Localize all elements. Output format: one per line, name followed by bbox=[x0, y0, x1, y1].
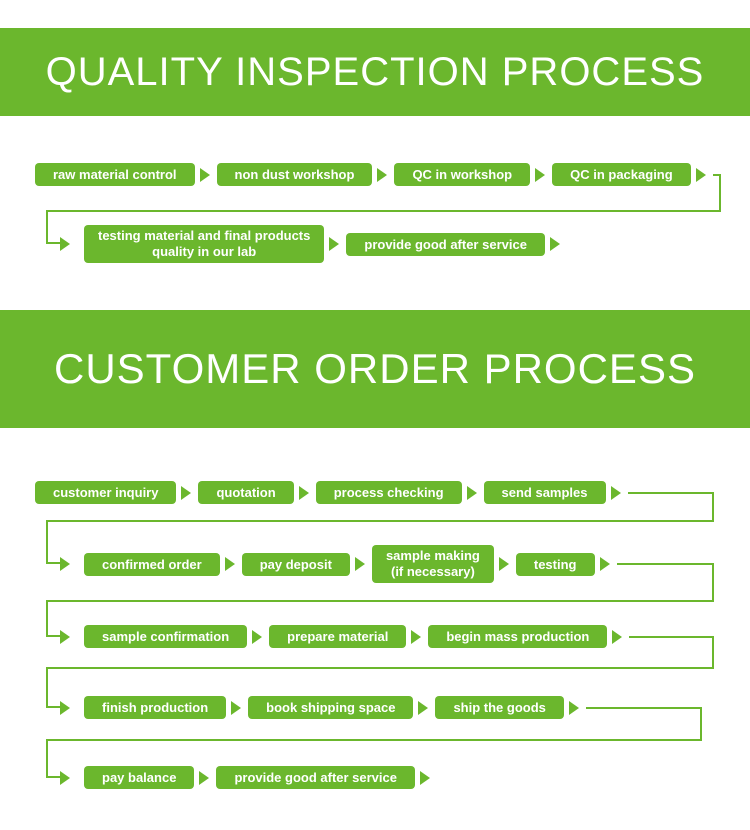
step-pay-balance: pay balance bbox=[84, 766, 195, 789]
connector-line bbox=[700, 707, 702, 741]
arrow-right-icon bbox=[199, 770, 210, 785]
step-confirmed-order: confirmed order bbox=[84, 552, 220, 576]
step-finish-production: finish production bbox=[84, 696, 227, 719]
connector-line bbox=[48, 776, 60, 778]
customer-process-row-2: confirmed order pay deposit sample makin… bbox=[60, 545, 714, 583]
arrow-right-icon bbox=[612, 629, 623, 644]
arrow-right-icon bbox=[695, 167, 706, 182]
arrow-right-icon bbox=[568, 700, 579, 715]
step-provide-after-service: provide good after service bbox=[216, 766, 415, 789]
arrow-right-icon bbox=[60, 629, 70, 644]
step-provide-after-service: provide good after service bbox=[346, 232, 545, 256]
arrow-right-icon bbox=[252, 629, 263, 644]
step-prepare-material: prepare material bbox=[269, 625, 407, 648]
step-qc-in-packaging: QC in packaging bbox=[552, 163, 691, 186]
arrow-right-icon bbox=[411, 629, 422, 644]
step-pay-deposit: pay deposit bbox=[241, 552, 350, 576]
connector-line bbox=[719, 174, 721, 212]
customer-section-title: CUSTOMER ORDER PROCESS bbox=[54, 345, 696, 392]
customer-order-banner: CUSTOMER ORDER PROCESS bbox=[0, 310, 750, 428]
connector-line bbox=[48, 562, 60, 564]
step-non-dust-workshop: non dust workshop bbox=[216, 163, 373, 186]
step-book-shipping-space: book shipping space bbox=[248, 696, 414, 719]
quality-process-banner: QUALITY INSPECTION PROCESS bbox=[0, 28, 750, 116]
customer-process-row-4: finish production book shipping space sh… bbox=[60, 696, 702, 719]
connector-line bbox=[46, 210, 721, 244]
step-testing-material-lab: testing material and final products qual… bbox=[84, 225, 325, 263]
step-sample-making: sample making (if necessary) bbox=[371, 545, 494, 583]
connector-line bbox=[48, 635, 60, 637]
arrow-right-icon bbox=[224, 557, 235, 571]
step-customer-inquiry: customer inquiry bbox=[35, 481, 177, 504]
arrow-right-icon bbox=[329, 237, 340, 251]
quality-process-row-1: raw material control non dust workshop Q… bbox=[35, 163, 721, 186]
arrow-right-icon bbox=[377, 167, 388, 182]
arrow-right-icon bbox=[60, 557, 70, 571]
connector-line bbox=[48, 242, 60, 244]
customer-process-row-3: sample confirmation prepare material beg… bbox=[60, 625, 714, 648]
step-begin-mass-production: begin mass production bbox=[428, 625, 608, 648]
quality-section-title: QUALITY INSPECTION PROCESS bbox=[45, 49, 705, 94]
arrow-right-icon bbox=[498, 557, 509, 571]
step-send-samples: send samples bbox=[483, 481, 606, 504]
arrow-right-icon bbox=[466, 485, 477, 500]
connector-line bbox=[712, 492, 714, 522]
arrow-right-icon bbox=[535, 167, 546, 182]
arrow-right-icon bbox=[599, 557, 610, 571]
arrow-right-icon bbox=[549, 237, 560, 251]
step-testing: testing bbox=[515, 552, 595, 576]
arrow-right-icon bbox=[231, 700, 242, 715]
arrow-right-icon bbox=[199, 167, 210, 182]
connector-line bbox=[46, 520, 714, 564]
connector-line bbox=[46, 739, 702, 778]
connector-line bbox=[712, 563, 714, 602]
arrow-right-icon bbox=[354, 557, 365, 571]
connector-line bbox=[46, 667, 714, 708]
connector-line bbox=[629, 635, 714, 638]
connector-line bbox=[585, 706, 702, 709]
step-process-checking: process checking bbox=[315, 481, 462, 504]
arrow-right-icon bbox=[60, 770, 70, 785]
customer-process-row-5: pay balance provide good after service bbox=[60, 766, 437, 789]
customer-process-row-1: customer inquiry quotation process check… bbox=[35, 481, 714, 504]
arrow-right-icon bbox=[418, 700, 429, 715]
connector-line bbox=[616, 563, 714, 565]
connector-line bbox=[712, 636, 714, 669]
arrow-right-icon bbox=[60, 700, 70, 715]
arrow-right-icon bbox=[298, 485, 309, 500]
arrow-right-icon bbox=[181, 485, 192, 500]
step-sample-confirmation: sample confirmation bbox=[84, 625, 248, 648]
quality-process-row-2: testing material and final products qual… bbox=[60, 225, 567, 263]
connector-line bbox=[712, 173, 721, 176]
connector-line bbox=[48, 706, 60, 708]
step-quotation: quotation bbox=[198, 481, 294, 504]
connector-line bbox=[46, 600, 714, 637]
arrow-right-icon bbox=[60, 237, 70, 251]
step-qc-in-workshop: QC in workshop bbox=[394, 163, 531, 186]
step-ship-the-goods: ship the goods bbox=[435, 696, 564, 719]
connector-line bbox=[627, 491, 714, 494]
arrow-right-icon bbox=[610, 485, 621, 500]
arrow-right-icon bbox=[420, 770, 430, 785]
step-raw-material-control: raw material control bbox=[35, 163, 195, 186]
